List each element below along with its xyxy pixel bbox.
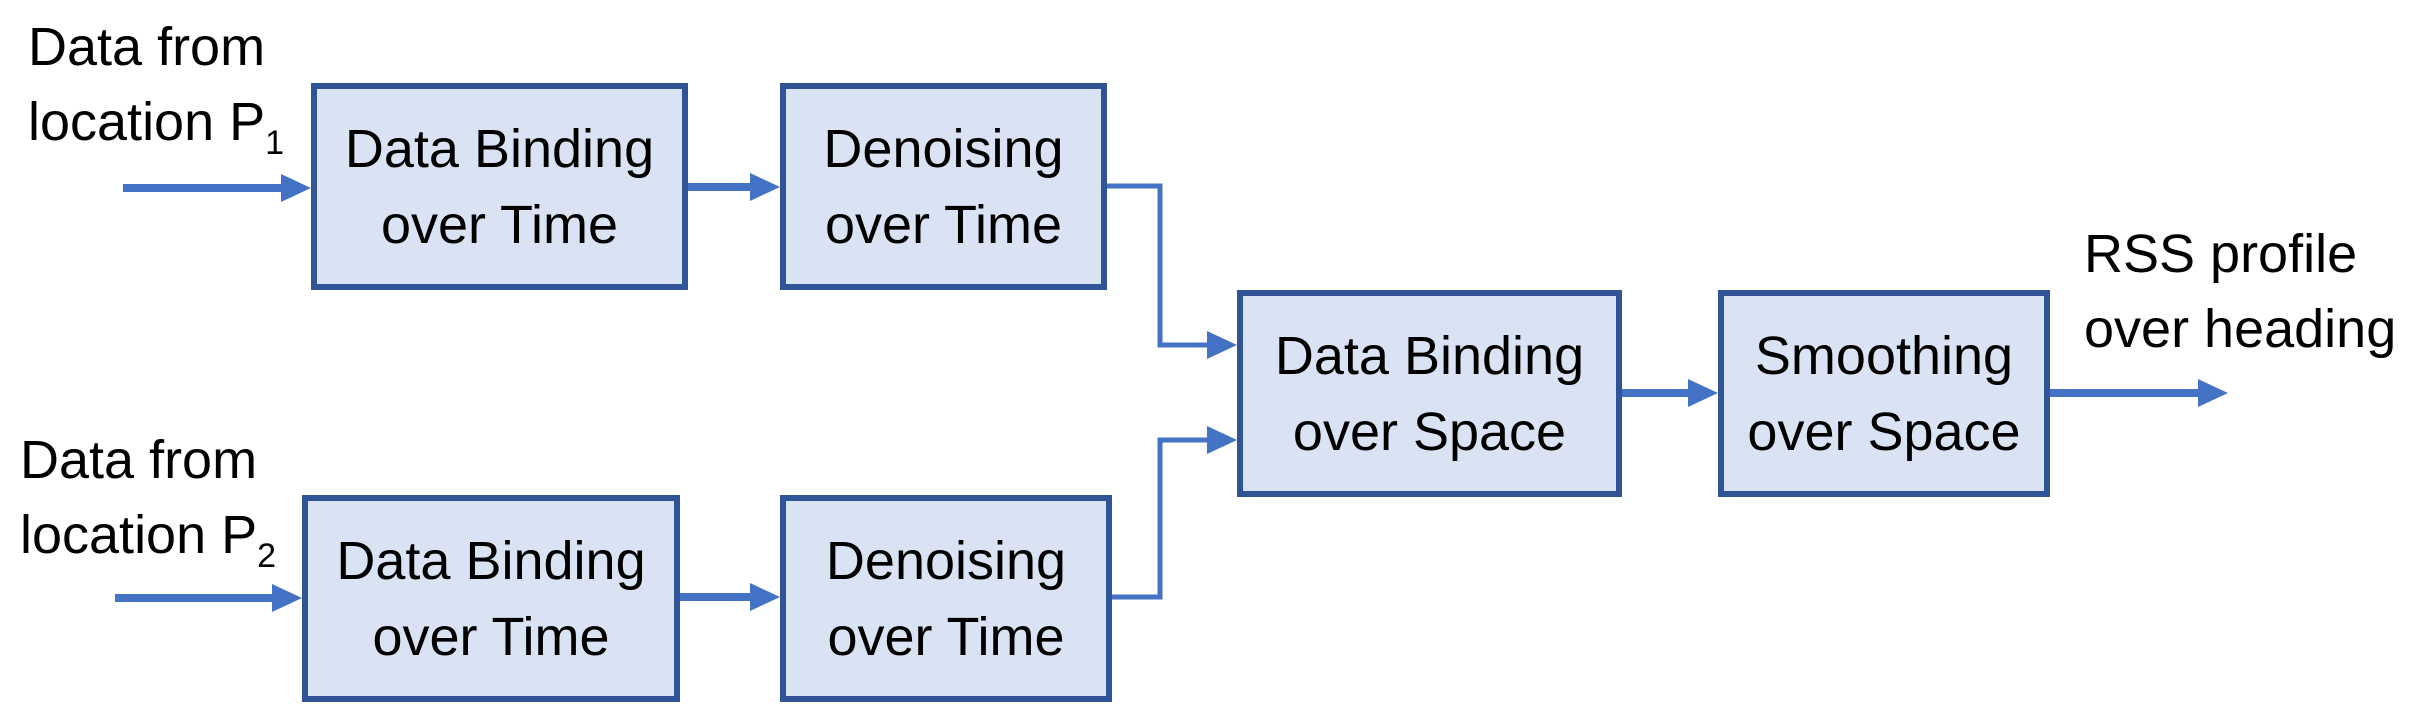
block-denoising-over-time-1: Denoising over Time [780, 83, 1107, 290]
block-label-line2: over Space [1292, 401, 1567, 462]
block-data-binding-over-time-2: Data Binding over Time [302, 495, 680, 702]
elbow-denoising1-to-binding-space [1107, 183, 1237, 359]
input-label-p1-line2: location P1 [28, 92, 285, 162]
arrow-binding1-to-denoising1 [688, 173, 780, 201]
arrow-input-p1 [123, 174, 311, 202]
block-label-line2: over Time [380, 194, 619, 255]
block-data-binding-over-time-1: Data Binding over Time [311, 83, 688, 290]
output-label-line2: over heading [2084, 299, 2397, 359]
block-label-line1: Smoothing [1754, 325, 2014, 386]
block-data-binding-over-space: Data Binding over Space [1237, 290, 1622, 497]
arrow-binding-space-to-smoothing [1622, 379, 1718, 407]
input-label-p1-subscript: 1 [265, 124, 285, 162]
block-label-line1: Denoising [825, 530, 1067, 591]
block-smoothing-over-space: Smoothing over Space [1718, 290, 2050, 497]
block-label-line1: Data Binding [344, 118, 655, 179]
arrow-binding2-to-denoising2 [680, 583, 780, 611]
output-label-line1: RSS profile [2084, 224, 2358, 284]
input-label-p2-line1: Data from [20, 430, 258, 490]
elbow-denoising2-to-binding-space [1112, 426, 1237, 600]
arrow-output [2050, 379, 2228, 407]
block-denoising-over-time-2: Denoising over Time [780, 495, 1112, 702]
input-label-p2-line2: location P2 [20, 505, 277, 575]
input-label-p1: Data from location P1 [28, 10, 284, 181]
block-label-line2: over Time [827, 606, 1065, 667]
block-label-line2: over Time [372, 606, 610, 667]
block-label-line2: over Time [824, 194, 1063, 255]
block-label-line1: Data Binding [1274, 325, 1585, 386]
block-label-line1: Data Binding [336, 530, 646, 591]
output-label-rss: RSS profile over heading [2084, 217, 2396, 367]
arrow-input-p2 [115, 584, 302, 612]
input-label-p1-line1: Data from [28, 17, 266, 77]
block-label-line2: over Space [1747, 401, 2021, 462]
input-label-p2-subscript: 2 [257, 537, 277, 575]
block-label-line1: Denoising [823, 118, 1064, 179]
input-label-p2: Data from location P2 [20, 423, 276, 594]
